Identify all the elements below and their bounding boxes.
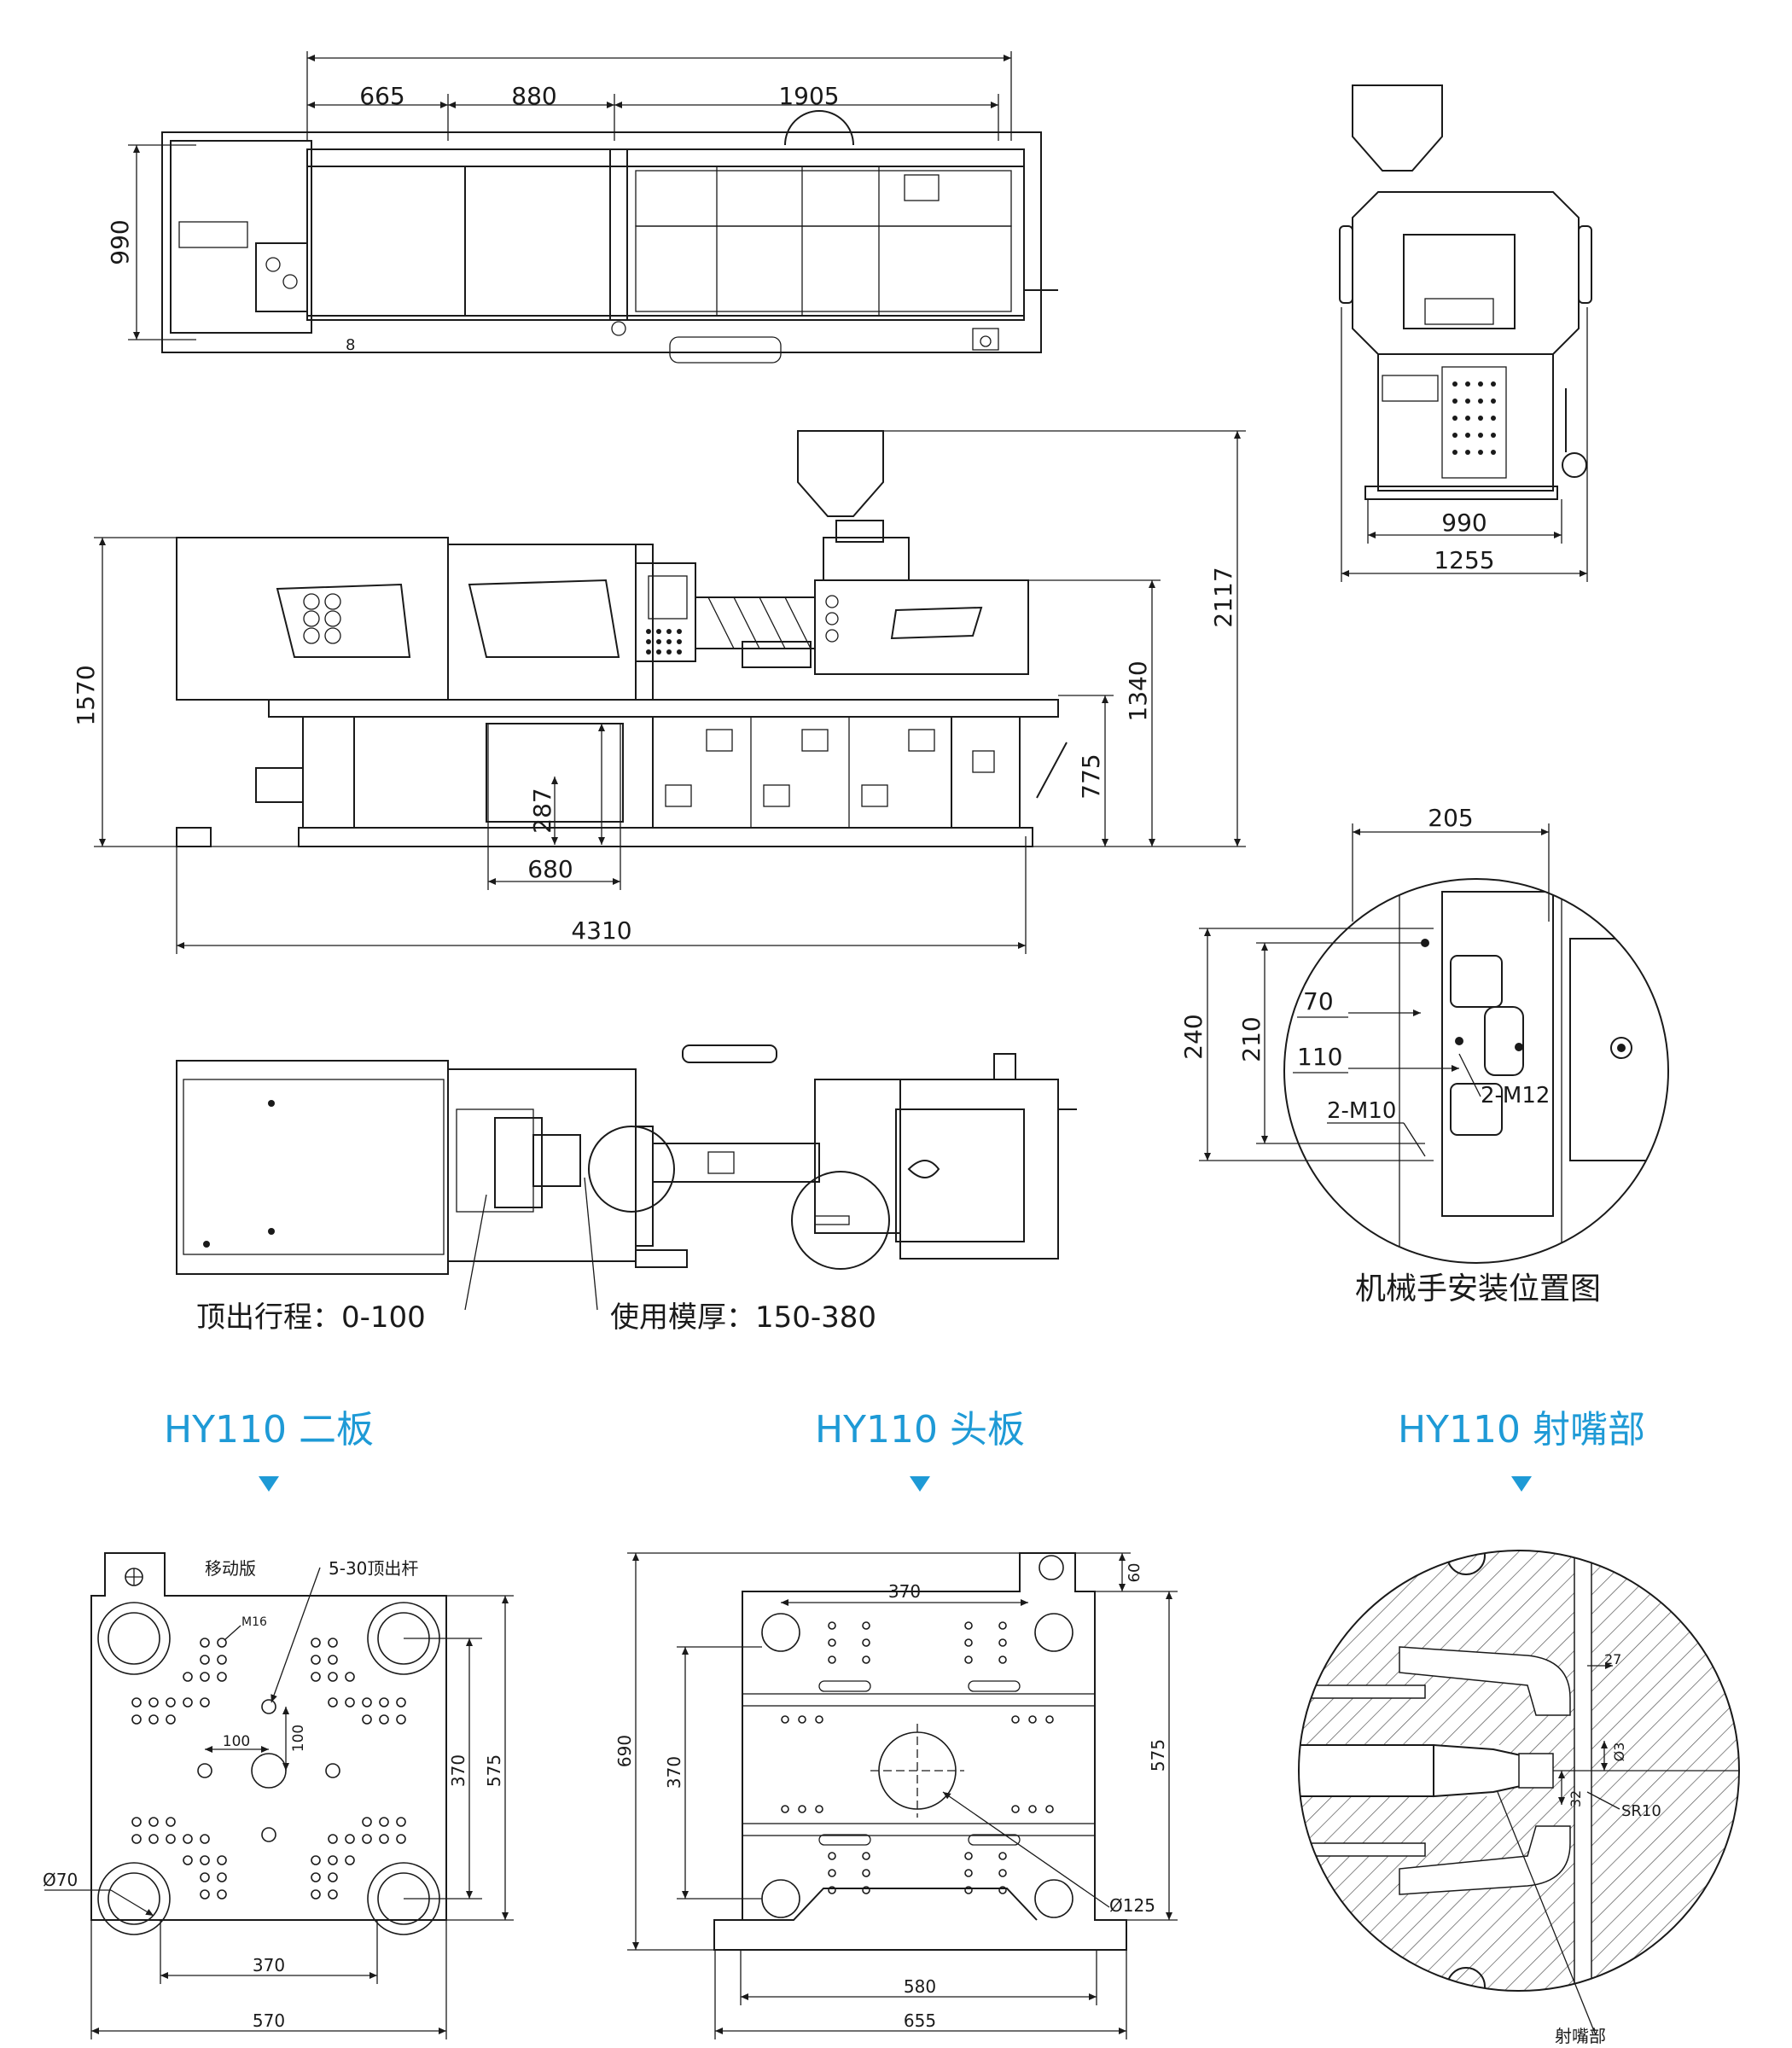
label-phi70: Ø70 <box>43 1870 78 1890</box>
dim-775: 775 <box>1077 753 1105 799</box>
dim-8: 8 <box>346 336 355 354</box>
dim-665: 665 <box>359 82 404 110</box>
dim-880: 880 <box>511 82 556 110</box>
title-platen-1: HY110 头板 <box>815 1408 1025 1452</box>
nozzle-drawing <box>1298 1550 1740 1992</box>
title-platen-1-arrow <box>910 1476 930 1492</box>
label-mold-thickness: 使用模厚：150-380 <box>610 1300 876 1335</box>
dim-370-v-p2: 370 <box>448 1754 468 1787</box>
title-platen-2-arrow <box>259 1476 279 1492</box>
top-view-dims: 665 880 1905 990 8 <box>106 51 1012 354</box>
dim-575-p1: 575 <box>1148 1739 1168 1772</box>
dim-1570: 1570 <box>72 665 100 725</box>
label-2-m10: 2-M10 <box>1327 1098 1396 1124</box>
dim-100-v: 100 <box>290 1725 307 1752</box>
dim-4310: 4310 <box>571 916 631 945</box>
dim-580-p1: 580 <box>904 1976 936 1997</box>
platen-1-drawing <box>713 1552 1127 1951</box>
dim-100-h: 100 <box>223 1733 250 1750</box>
title-nozzle-arrow <box>1511 1476 1532 1492</box>
label-phi125: Ø125 <box>1109 1895 1155 1916</box>
dim-287: 287 <box>528 788 556 833</box>
dim-990-end: 990 <box>1441 509 1487 537</box>
dim-27-nozzle: 27 <box>1604 1651 1621 1667</box>
end-view-dims: 990 1255 <box>1341 307 1588 582</box>
nozzle-dims: 27 Ø3 32 SR10 射嘴部 <box>1497 1651 1661 2046</box>
dim-575-p2: 575 <box>484 1754 504 1787</box>
vent-grille <box>1452 381 1496 455</box>
label-m16: M16 <box>241 1615 267 1629</box>
bottom-view <box>176 1044 1077 1275</box>
platen-2-bolt-holes <box>131 1638 406 1900</box>
control-keypad <box>646 629 682 655</box>
dim-370-v-p1: 370 <box>664 1756 684 1789</box>
tie-bar-holes <box>97 1602 440 1935</box>
label-nozzle-part: 射嘴部 <box>1555 2026 1606 2046</box>
dim-210: 210 <box>1237 1016 1265 1062</box>
dim-205: 205 <box>1428 804 1473 832</box>
platen-2-drawing <box>90 1552 447 1935</box>
dim-570-p2: 570 <box>253 2010 285 2031</box>
side-view <box>176 430 1068 847</box>
dim-32-nozzle: 32 <box>1568 1790 1584 1807</box>
dim-690-p1: 690 <box>614 1735 635 1767</box>
robot-detail-dims: 205 240 210 70 110 2-M10 2-M12 机械手安装位置图 <box>1179 804 1601 1306</box>
label-moving-platen: 移动版 <box>205 1558 256 1579</box>
label-phi3: Ø3 <box>1611 1743 1627 1762</box>
platen-2-dims: 移动版 5-30顶出杆 M16 100 100 Ø70 370 575 370 … <box>43 1558 514 2039</box>
dim-2117: 2117 <box>1209 567 1237 627</box>
side-view-dims: 1570 4310 680 287 775 1340 2117 <box>72 430 1246 954</box>
top-view <box>161 110 1058 364</box>
dim-990-top: 990 <box>106 219 134 265</box>
platen-1-dims: 370 60 690 370 575 Ø125 580 655 <box>614 1552 1178 2039</box>
dim-70: 70 <box>1303 987 1334 1015</box>
dim-60-p1: 60 <box>1126 1563 1143 1583</box>
dim-1255: 1255 <box>1434 546 1494 574</box>
robot-detail <box>1283 878 1669 1264</box>
title-nozzle: HY110 射嘴部 <box>1398 1408 1645 1452</box>
robot-detail-title: 机械手安装位置图 <box>1355 1271 1601 1306</box>
bottom-view-labels: 顶出行程：0-100 使用模厚：150-380 <box>196 1177 876 1335</box>
label-ejector-stroke: 顶出行程：0-100 <box>196 1300 426 1335</box>
dim-680: 680 <box>527 855 573 883</box>
dim-110: 110 <box>1297 1043 1342 1071</box>
end-view <box>1339 84 1592 500</box>
platen-1-bolt-holes <box>781 1621 1054 1894</box>
section-titles: HY110 二板 HY110 头板 HY110 射嘴部 <box>164 1408 1645 1492</box>
dim-655-p1: 655 <box>904 2010 936 2031</box>
label-ejector-rod: 5-30顶出杆 <box>329 1558 418 1579</box>
label-2-m12: 2-M12 <box>1481 1083 1550 1108</box>
dim-1905: 1905 <box>778 82 839 110</box>
dim-1340: 1340 <box>1124 660 1152 721</box>
title-platen-2: HY110 二板 <box>164 1408 374 1452</box>
label-sr10: SR10 <box>1621 1802 1661 1820</box>
dim-370-h-p2: 370 <box>253 1955 285 1975</box>
dim-370-top-p1: 370 <box>888 1581 921 1602</box>
dim-240: 240 <box>1179 1014 1207 1059</box>
